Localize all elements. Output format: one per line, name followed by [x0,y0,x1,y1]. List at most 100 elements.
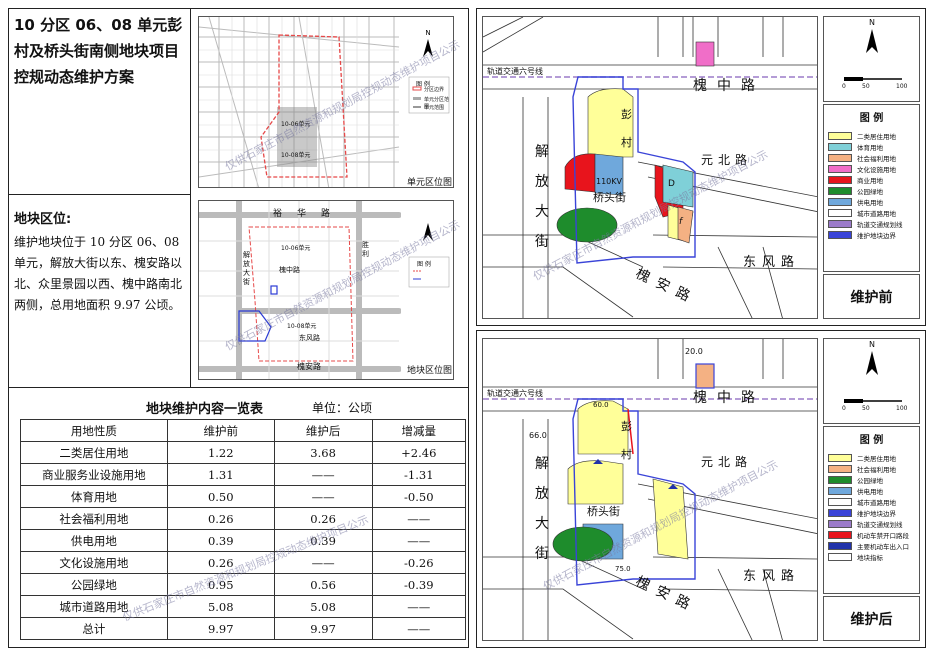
unit-label-06: 10-06单元 [281,121,311,128]
legend-swatch [828,186,852,195]
cell: 总计 [20,617,168,640]
legend-swatch [828,131,852,140]
after-road-huaizhong: 槐中路 [693,390,765,406]
before-plot-f: f [679,217,683,227]
cell: —— [371,529,467,552]
road-yuhua-2: 华 [297,209,307,219]
unit-label-08: 10-08单元 [281,152,311,159]
small-legend-item-3: 单元范围 [424,105,445,111]
legend-swatch [828,508,852,517]
legend-swatch [828,552,852,561]
before-metro-label: 轨道交通六号线 [487,67,543,76]
after-dim-60: 60.0 [593,401,609,409]
location-text: 维护地块位于 10 分区 06、08 单元，解放大街以东、槐安路以北、众里景园以… [14,235,183,312]
legend-label: 供电用地 [857,487,883,496]
before-road-huaizhong: 槐中路 [693,78,765,94]
cell: 文化设施用地 [20,551,168,574]
cell: —— [273,463,373,486]
legend-item: 二类居住用地 [828,452,919,463]
legend-swatch [828,197,852,206]
legend-swatch [828,475,852,484]
cell: 9.97 [166,617,275,640]
legend-label: 主要机动车出入口 [857,542,909,551]
legend-item: 地块指标 [828,551,919,562]
before-panel [476,8,926,326]
before-plan-svg [483,17,817,318]
legend-swatch [828,453,852,462]
after-metro-label: 轨道交通六号线 [487,389,543,398]
legend-swatch [828,497,852,506]
legend-label: 二类居住用地 [857,132,896,141]
after-legend: 图 例 二类居住用地社会福利用地公园绿地供电用地城市道路用地维护地块边界轨道交通… [823,426,920,594]
scale-0: 0 [842,83,846,90]
legend-label: 地块指标 [857,553,883,562]
before-label: 维护前 [850,290,893,306]
legend-label: 城市道路用地 [857,498,896,507]
legend-label: 维护地块边界 [857,231,896,240]
legend-item: 轨道交通规划线 [828,518,919,529]
after-road-dongfeng: 东风路 [743,569,801,584]
before-road-yuanbei: 元北路 [701,153,753,167]
cell: 体育用地 [20,485,168,508]
before-legend-title: 图 例 [859,113,884,124]
road-jiefang: 解放大街 [243,251,250,286]
cell: 5.08 [166,595,275,618]
after-road-pengcun: 彭村 [621,420,632,461]
legend-item: 供电用地 [828,196,919,207]
after-north-box: N 0 50 100 [823,338,920,424]
cell: 0.26 [166,507,275,530]
cell: 1.31 [166,463,275,486]
cell: —— [273,551,373,574]
cell: —— [371,617,467,640]
legend-item: 供电用地 [828,485,919,496]
legend-item: 商业用地 [828,174,919,185]
block-legend-title: 图 例 [417,261,431,268]
after-plan-svg [483,339,817,640]
after-scale-0: 0 [842,405,846,412]
cell: 商业服务业设施用地 [20,463,168,486]
before-road-pengcun: 彭村 [621,108,632,149]
legend-item: 城市道路用地 [828,496,919,507]
after-road-qiaotou: 桥头街 [587,505,620,518]
before-substation-label: 110KV [596,177,622,186]
cell: —— [273,485,373,508]
after-legend-list: 二类居住用地社会福利用地公园绿地供电用地城市道路用地维护地块边界轨道交通规划线机… [824,452,919,562]
legend-label: 维护地块边界 [857,509,896,518]
road-yuhua-3: 路 [321,209,331,219]
legend-label: 社会福利用地 [857,465,896,474]
before-north-box: N 0 50 100 [823,16,920,102]
col-header: 维护后 [273,419,373,442]
cell: -0.39 [371,573,467,596]
legend-swatch [828,519,852,528]
legend-label: 体育用地 [857,143,883,152]
legend-swatch [828,541,852,550]
legend-label: 机动车禁开口路段 [857,531,909,540]
legend-label: 商业用地 [857,176,883,185]
cell: —— [371,595,467,618]
legend-item: 机动车禁开口路段 [828,529,919,540]
cell: 0.39 [273,529,373,552]
legend-label: 公园绿地 [857,476,883,485]
legend-swatch [828,175,852,184]
after-north-label: N [869,340,875,349]
before-label-box: 维护前 [823,274,920,319]
cell: 0.26 [166,551,275,574]
cell: 供电用地 [20,529,168,552]
legend-item: 公园绿地 [828,185,919,196]
legend-label: 轨道交通规划线 [857,520,903,529]
cell: -1.31 [371,463,467,486]
road-dongfeng: 东风路 [299,334,320,342]
cell: -0.26 [371,551,467,574]
legend-item: 社会福利用地 [828,152,919,163]
cell: 0.95 [166,573,275,596]
block-location-map: 裕 华 路 槐安路 东风路 槐中路 解放大街 胜利 10-06单元 10-08单… [198,200,454,380]
scale-100: 100 [896,83,908,90]
legend-item: 城市道路用地 [828,207,919,218]
after-dim-66: 66.0 [529,431,547,440]
road-huaizhong: 槐中路 [279,266,300,274]
unit-map-caption: 单元区位图 [407,178,453,188]
